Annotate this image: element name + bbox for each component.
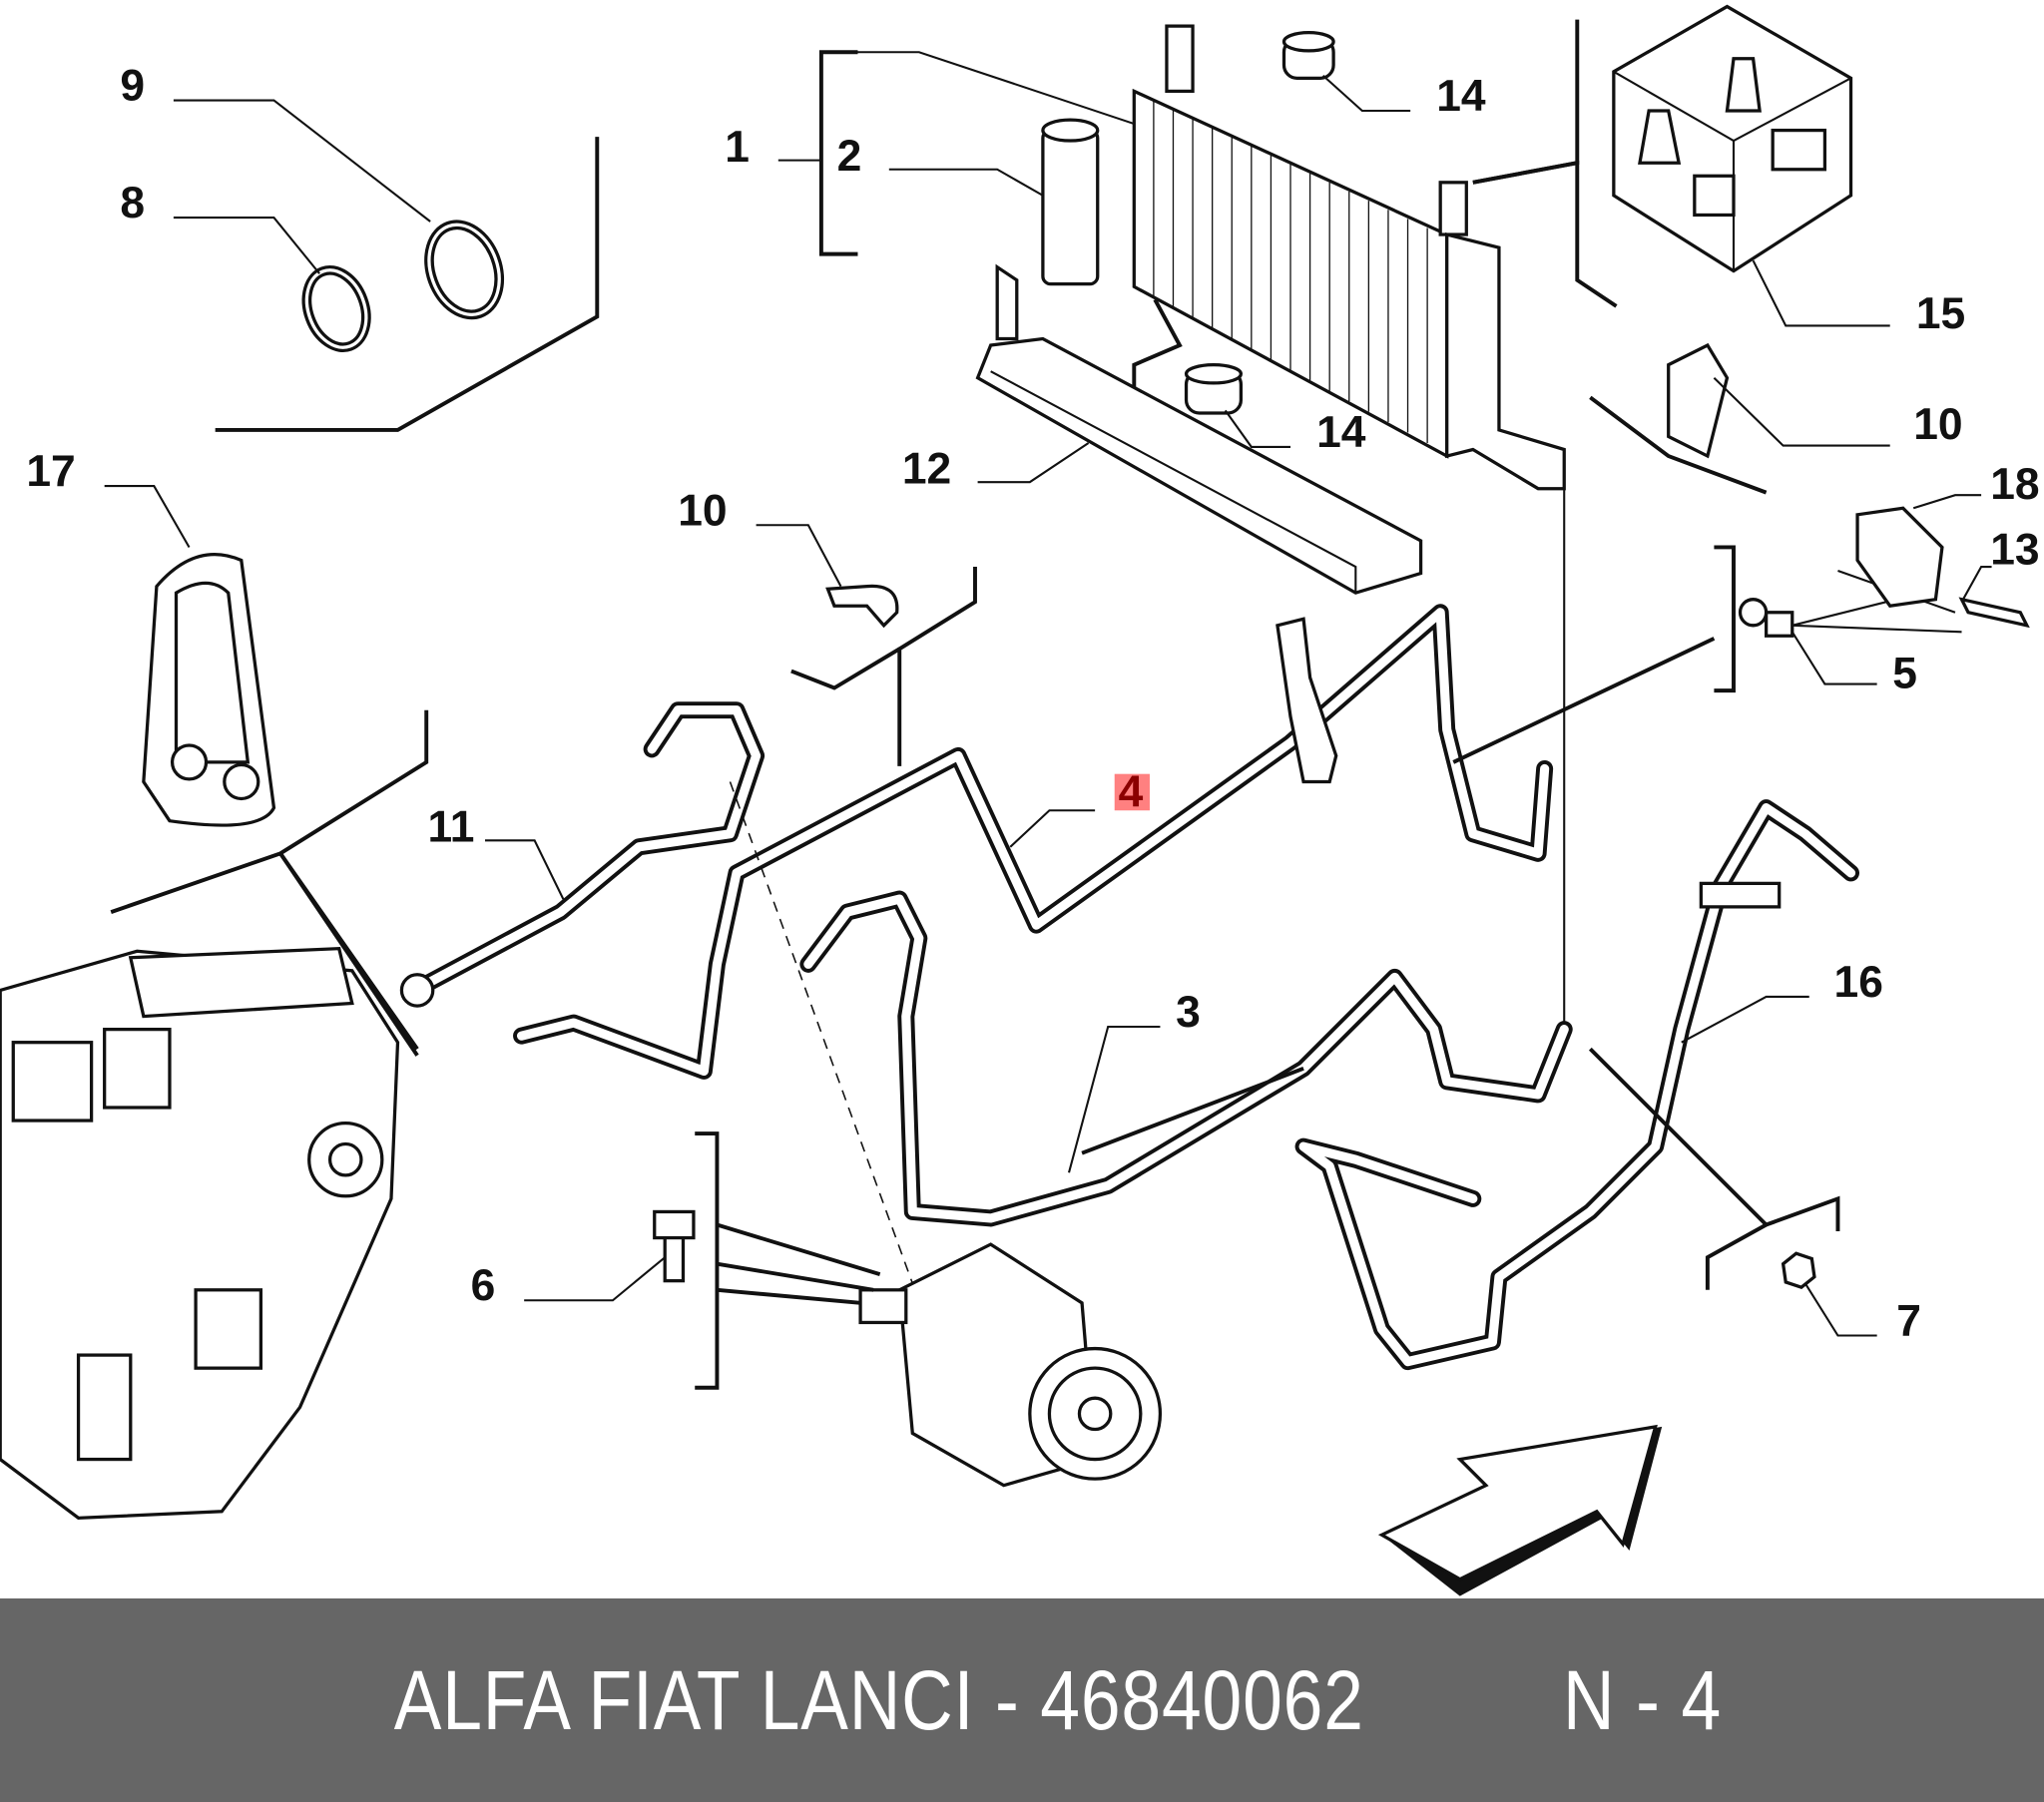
- label-18: 18: [1990, 460, 2039, 509]
- pressure-switch-5: [1738, 598, 1794, 638]
- label-6: 6: [471, 1261, 496, 1310]
- hose-11: [399, 701, 766, 1008]
- clip-kit-box: [1612, 4, 1853, 273]
- label-7: 7: [1896, 1297, 1921, 1346]
- direction-arrow: [1377, 1424, 1663, 1596]
- dryer-cylinder: [1041, 118, 1100, 286]
- label-10-right: 10: [1913, 400, 1962, 449]
- grommet-14-mid: [1184, 363, 1244, 415]
- bracket-10-right: [1667, 342, 1730, 459]
- label-9: 9: [120, 62, 145, 111]
- hose-4: [513, 604, 1554, 1080]
- reference-number-text: N - 4: [1563, 1652, 1723, 1747]
- label-4: 4: [1119, 767, 1144, 816]
- part-number-text: ALFA FIAT LANCI - 46840062: [393, 1652, 1364, 1747]
- label-11: 11: [428, 803, 475, 852]
- label-17: 17: [26, 447, 75, 496]
- label-10-left: 10: [678, 486, 727, 535]
- bracket-10-left: [825, 584, 899, 629]
- label-15: 15: [1916, 289, 1965, 338]
- label-14-mid: 14: [1316, 408, 1366, 457]
- terminal-13: [1958, 597, 2030, 629]
- label-1: 1: [725, 123, 750, 172]
- hose-3: [799, 890, 1573, 1227]
- label-16: 16: [1834, 958, 1883, 1007]
- label-3: 3: [1176, 988, 1201, 1037]
- grommet-14-top: [1281, 31, 1335, 80]
- bolt-6: [653, 1209, 696, 1283]
- o-ring-8: [301, 264, 371, 353]
- label-14-top: 14: [1436, 72, 1486, 121]
- crossmember: [975, 263, 1423, 595]
- label-5: 5: [1892, 649, 1917, 697]
- label-13: 13: [1990, 525, 2039, 574]
- label-12: 12: [902, 444, 951, 493]
- hvac-heater-box: [0, 946, 400, 1520]
- label-8: 8: [120, 179, 145, 227]
- label-2: 2: [837, 132, 862, 181]
- hose-16: [1294, 799, 1860, 1371]
- gasket-17: [142, 553, 276, 827]
- highlight-marker: [1114, 773, 1150, 811]
- nut-7: [1781, 1251, 1816, 1290]
- connector-18: [1855, 506, 1944, 608]
- o-ring-9: [424, 220, 505, 320]
- condenser: [1132, 24, 1566, 491]
- compressor: [858, 1242, 1163, 1488]
- footer-bar: ALFA FIAT LANCI - 46840062 N - 4: [0, 1598, 2044, 1802]
